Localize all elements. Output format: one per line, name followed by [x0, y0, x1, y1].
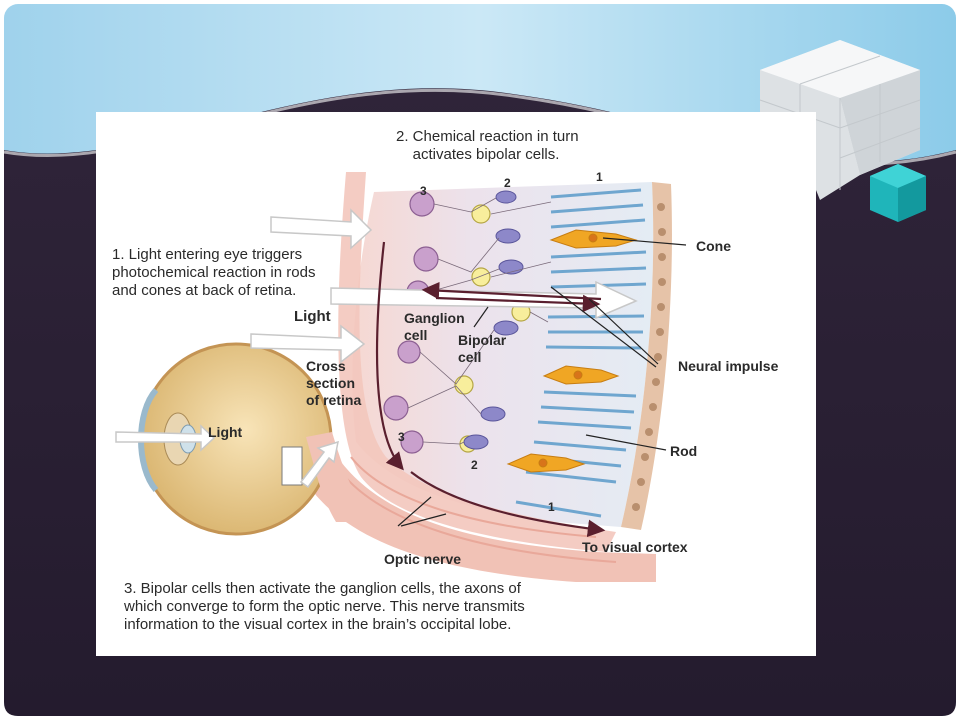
leader-lines [397, 237, 687, 527]
layer-number-3-top: 3 [420, 184, 427, 198]
label-to-visual-cortex: To visual cortex [582, 539, 688, 555]
cell-connections [407, 197, 552, 445]
label-light-top: Light [294, 308, 331, 325]
layer-number-2-bottom: 2 [471, 458, 478, 472]
eye-illustration [138, 342, 371, 536]
caption-step-1: 1. Light entering eye triggers photochem… [112, 246, 316, 299]
bipolar-blue-cells [463, 190, 524, 450]
label-cone: Cone [696, 238, 731, 254]
label-optic-nerve: Optic nerve [384, 551, 462, 567]
layer-number-1-bottom: 1 [548, 500, 555, 514]
label-bipolar-cell: Bipolar cell [458, 332, 507, 365]
retina-figure: 2. Chemical reaction in turn activates b… [96, 112, 816, 656]
ganglion-cells [383, 191, 439, 454]
layer-number-1-top: 1 [596, 170, 603, 184]
label-neural-impulse: Neural impulse [678, 358, 779, 374]
teal-cube-icon [870, 164, 926, 222]
label-light-eye: Light [208, 424, 243, 440]
caption-step-3: 3. Bipolar cells then activate the gangl… [124, 580, 525, 633]
label-rod: Rod [670, 443, 698, 459]
label-ganglion-cell: Ganglion cell [404, 310, 465, 343]
label-cross-section: Cross section of retina [306, 358, 362, 408]
layer-number-2-top: 2 [504, 176, 511, 190]
layer-number-3-bottom: 3 [398, 430, 405, 444]
neural-impulse-arrows [375, 241, 606, 538]
cone-cells [506, 229, 638, 473]
caption-step-2: 2. Chemical reaction in turn activates b… [396, 128, 579, 163]
retina-illustration [115, 172, 687, 582]
